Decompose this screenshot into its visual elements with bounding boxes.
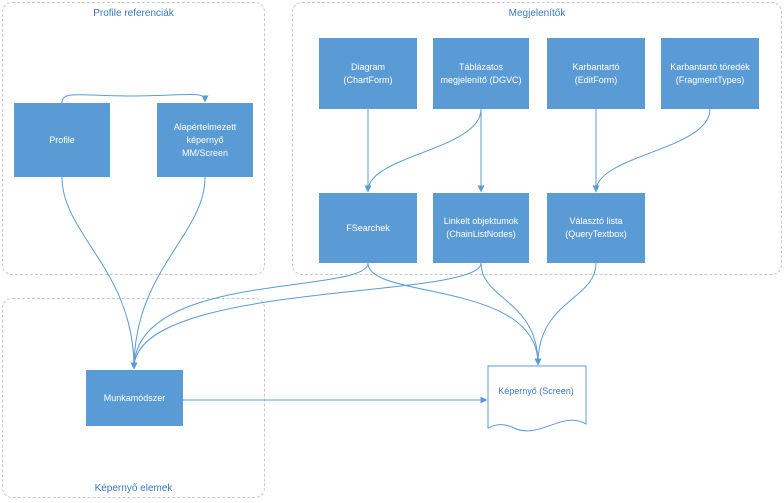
node-maintainer[interactable]: Karbantartó (EditForm) [547,38,645,109]
edge-linked-to-workflow [130,262,482,370]
edge-select-list-to-screen [534,262,597,366]
group-profile-references: Profile referenciák [2,2,265,275]
node-select-list-label: Választó lista (QueryTextbox) [565,216,627,239]
screen-document-label: Képernyő (Screen) [498,386,574,396]
edge-default-screen-to-workflow [130,176,206,370]
group-viewers-label: Megjelenítők [508,8,566,19]
group-profile-references-label: Profile referenciák [93,8,174,19]
edge-profile-to-workflow [61,176,138,370]
node-maintainer-fragment-label: Karbantartó töredék (FragmentTypes) [670,61,750,85]
edge-fsearchek-to-screen [367,262,542,366]
node-diagram[interactable]: Diagram (ChartForm) [319,38,417,109]
edge-profile-to-default-screen [61,93,209,104]
node-fsearchek[interactable]: FSearchek [319,193,417,263]
node-table-viewer-label: Táblázatos megjelenítő (DGVC) [440,61,522,85]
node-linked-objects-label: Linkelt objektumok (ChainListNodes) [443,216,519,239]
edge-fsearchek-to-workflow [130,262,369,370]
node-profile[interactable]: Profile [14,103,110,177]
node-default-screen[interactable]: Alapértelmezett képernyő MM/Screen [157,103,253,177]
node-fsearchek-label: FSearchek [346,222,390,233]
node-maintainer-fragment[interactable]: Karbantartó töredék (FragmentTypes) [661,38,759,109]
group-screen-elements-label: Képernyő elemek [94,483,173,494]
edge-linked-to-screen [480,262,542,366]
node-workflow[interactable]: Munkamódszer [86,370,183,426]
node-default-screen-label: Alapértelmezett képernyő MM/Screen [173,121,237,158]
node-diagram-label: Diagram (ChartForm) [343,61,393,85]
node-linked-objects[interactable]: Linkelt objektumok (ChainListNodes) [433,193,529,263]
screen-document-shape [487,365,587,432]
edge-table-to-fsearchek [364,108,482,193]
node-maintainer-label: Karbantartó (EditForm) [572,61,620,85]
node-select-list[interactable]: Választó lista (QueryTextbox) [547,193,645,263]
group-screen-elements: Képernyő elemek [2,298,265,498]
node-profile-label: Profile [49,134,75,145]
node-workflow-label: Munkamódszer [103,392,166,403]
node-table-viewer[interactable]: Táblázatos megjelenítő (DGVC) [433,38,529,109]
group-viewers: Megjelenítők [292,2,782,275]
edge-fragment-to-select-list [592,108,711,193]
